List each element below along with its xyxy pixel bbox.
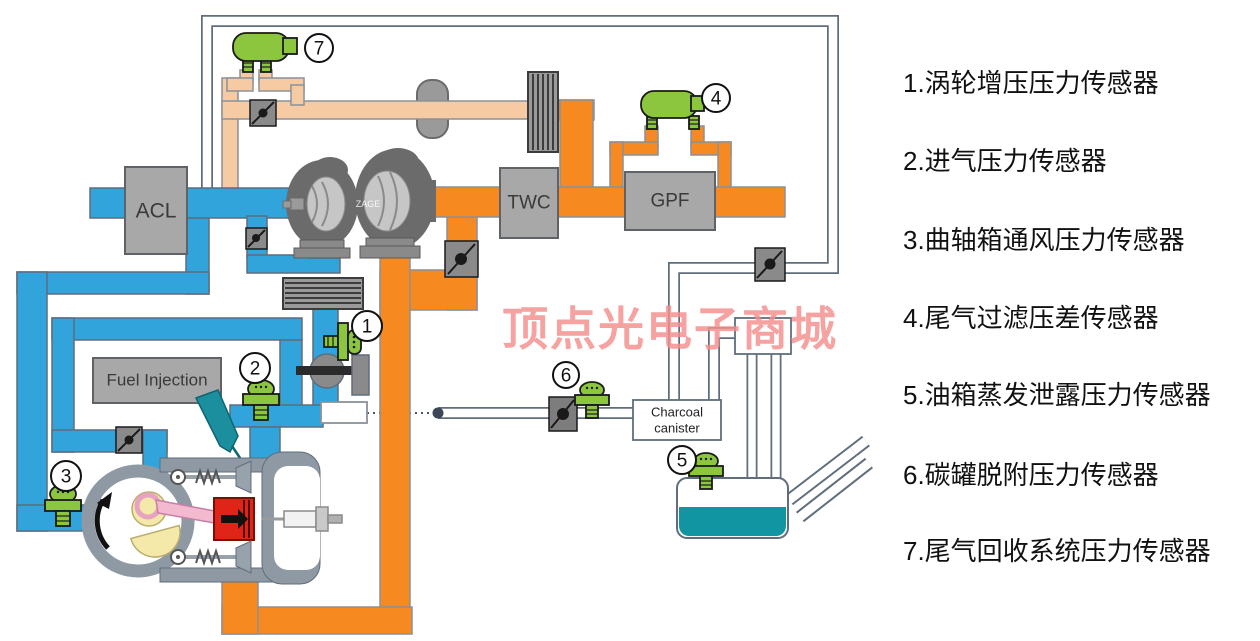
marker-1: 1 <box>351 310 383 342</box>
legend-item-3: 3.曲轴箱通风压力传感器 <box>903 225 1185 255</box>
svg-text:3: 3 <box>61 467 72 488</box>
compressor-bypass-valve <box>245 227 268 250</box>
fuel-injector <box>194 389 242 459</box>
wastegate-valve <box>444 240 479 278</box>
legend-item-1: 1.涡轮增压压力传感器 <box>903 68 1159 98</box>
legend-item-4: 4.尾气过滤压差传感器 <box>903 303 1159 333</box>
tank-vent-lines <box>708 317 792 482</box>
legend-item-2: 2.进气压力传感器 <box>903 146 1107 176</box>
legend-item-5: 5.油箱蒸发泄露压力传感器 <box>903 380 1211 410</box>
marker-5: 5 <box>667 445 697 475</box>
legend: 1.涡轮增压压力传感器 2.进气压力传感器 3.曲轴箱通风压力传感器 4.尾气过… <box>903 0 1255 641</box>
sensor-7-egr-pressure <box>232 32 298 73</box>
marker-2: 2 <box>239 352 271 384</box>
spark-plug <box>262 506 343 532</box>
marker-3: 3 <box>50 460 82 492</box>
fuel-injection-box: Fuel Injection <box>92 357 222 404</box>
fuel-filler-neck <box>785 435 874 523</box>
egr-valve <box>249 99 277 127</box>
egr-pipes <box>221 69 531 191</box>
gpf-label: GPF <box>650 191 689 212</box>
svg-text:7: 7 <box>314 39 325 60</box>
svg-text:4: 4 <box>711 89 722 110</box>
charcoal-canister: Charcoal canister <box>632 399 722 441</box>
sensor-6-canister-purge-pressure <box>574 381 610 419</box>
canister-label-1: Charcoal <box>651 405 703 420</box>
number-markers: 7 4 1 2 3 6 5 <box>50 33 731 492</box>
svg-text:1: 1 <box>362 317 373 338</box>
sensors <box>44 32 724 527</box>
fuel-level <box>679 507 786 536</box>
fuel-tank <box>676 477 789 539</box>
twc-box: TWC <box>499 167 559 239</box>
fuel-injection-label: Fuel Injection <box>106 371 207 390</box>
piston-arrow <box>221 509 248 529</box>
purge-control-valve <box>548 396 578 432</box>
valve-symbols <box>115 99 786 454</box>
svg-text:5: 5 <box>677 451 688 472</box>
acl-label: ACL <box>136 200 177 223</box>
sensor-4-gpf-differential-pressure <box>640 90 705 130</box>
marker-6: 6 <box>552 361 580 389</box>
throttle-valve <box>296 353 370 396</box>
svg-text:2: 2 <box>250 359 261 380</box>
purge-vapor-line <box>201 15 839 405</box>
vent-shutoff-valve <box>754 247 786 282</box>
legend-item-6: 6.碳罐脱附压力传感器 <box>903 460 1159 490</box>
acl-box: ACL <box>124 166 188 255</box>
mixer-box <box>320 401 368 424</box>
marker-4: 4 <box>701 83 731 113</box>
marker-7: 7 <box>304 33 334 63</box>
legend-item-7: 7.尾气回收系统压力传感器 <box>903 536 1211 566</box>
svg-text:6: 6 <box>561 366 572 387</box>
gpf-box: GPF <box>624 171 716 231</box>
egr-cooler <box>527 71 559 153</box>
compressor-wheel <box>306 176 346 232</box>
canister-label-2: canister <box>654 421 700 436</box>
pcv-valve <box>115 426 143 454</box>
schematic-canvas: ACL TWC GPF Fuel Injection <box>16 15 874 635</box>
engine <box>81 451 343 585</box>
junction-dot <box>432 407 444 419</box>
turbocharger: ZAGE <box>282 148 436 259</box>
intercooler <box>282 277 364 310</box>
twc-label: TWC <box>507 193 550 214</box>
cam-lobe <box>129 524 181 558</box>
turbo-brand-label: ZAGE <box>356 199 381 209</box>
turbine-wheel <box>363 170 411 232</box>
